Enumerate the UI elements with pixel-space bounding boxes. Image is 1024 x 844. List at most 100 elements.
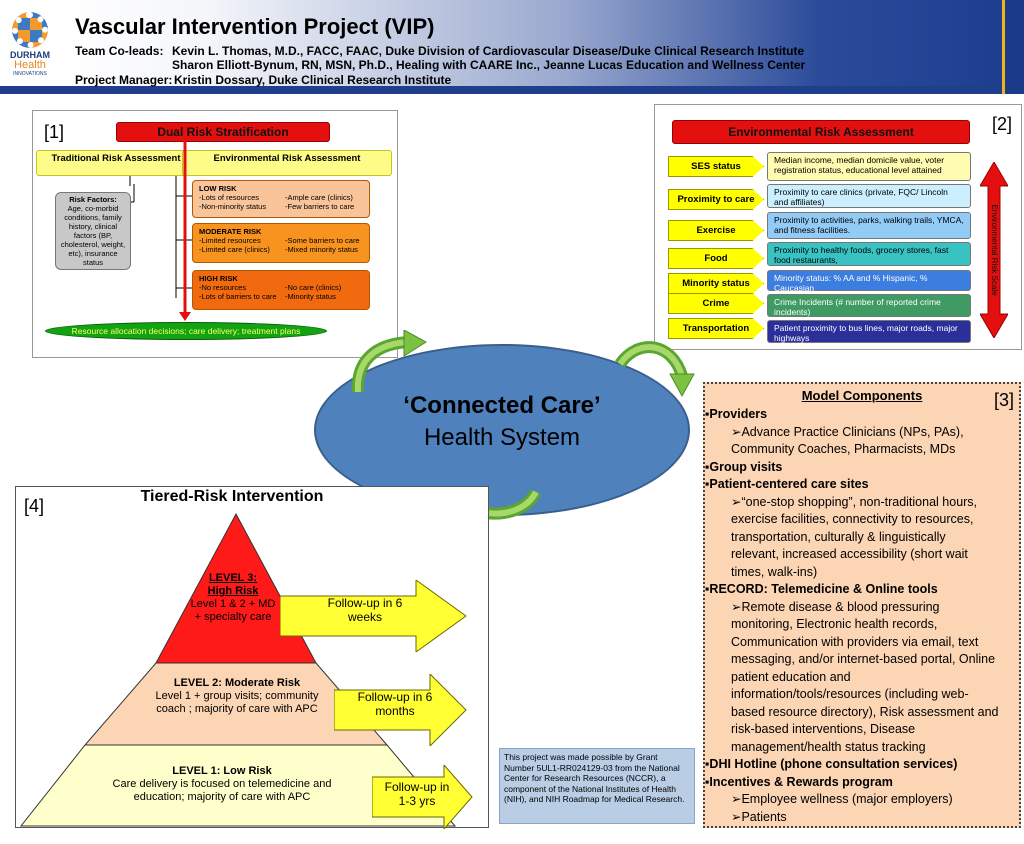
level3-head2: High Risk	[207, 585, 259, 597]
mc-record-line: messaging, and/or internet-based portal,…	[731, 652, 996, 666]
level1-label: LEVEL 1: Low Risk Care delivery is focus…	[100, 765, 344, 804]
env-desc-transportation: Patient proximity to bus lines, major ro…	[767, 320, 971, 343]
followup-6-months: Follow-up in 6 months	[357, 690, 433, 718]
env-risk-title: Environmental Risk Assessment	[672, 120, 970, 144]
pm-label: Project Manager:	[75, 73, 173, 87]
high-risk-box: HIGH RISK -No resources -No care (clinics…	[192, 270, 370, 310]
high-risk-b2: -Minority status	[285, 292, 336, 301]
mc-record-line: information/tools/resources (including w…	[731, 687, 969, 701]
low-risk-b1: -Ample care (clinics)	[285, 193, 353, 202]
mc-hotline: ▪DHI Hotline (phone consultation service…	[705, 757, 958, 771]
high-risk-a2: -Lots of barriers to care	[199, 292, 277, 301]
colead-2: Sharon Elliott-Bynum, RN, MSN, Ph.D., He…	[172, 58, 806, 72]
mc-providers: ▪Providers	[705, 407, 768, 421]
mc-providers-sub2: Community Coaches, Pharmacists, MDs	[731, 442, 956, 456]
mc-record-line: ➢Remote disease & blood pressuring	[731, 599, 940, 614]
page-title: Vascular Intervention Project (VIP)	[75, 14, 435, 39]
env-desc-ses: Median income, median domicile value, vo…	[767, 152, 971, 181]
panel1-tag: [1]	[44, 122, 65, 142]
mc-record-line: monitoring, Electronic health records,	[731, 617, 938, 631]
mc-incentives-sub1: ➢Employee wellness (major employers)	[731, 792, 953, 806]
dual-risk-title: Dual Risk Stratification	[116, 122, 330, 142]
high-risk-a1: -No resources	[199, 283, 247, 292]
logo-line2: Health	[14, 59, 46, 71]
panel-model-components: Model Components ▪Providers ➢Advance Pra…	[703, 382, 1021, 828]
header-edge-decoration	[1002, 0, 1024, 94]
project-manager: Kristin Dossary, Duke Clinical Research …	[174, 73, 452, 87]
env-label-minority: Minority status	[668, 273, 764, 294]
moderate-risk-b1: -Some barriers to care	[285, 236, 360, 245]
risk-factors-body: Age, co-morbid conditions, family histor…	[60, 204, 126, 267]
low-risk-a1: -Lots of resources	[199, 193, 260, 202]
mc-sites-sub3: transportation, culturally & linguistica…	[731, 529, 946, 544]
mc-sites-sub4: relevant, increased accessibility (short…	[731, 547, 968, 561]
env-desc-crime: Crime Incidents (# number of reported cr…	[767, 294, 971, 317]
mc-care-sites: ▪Patient-centered care sites	[705, 477, 869, 491]
mc-group-visits: ▪Group visits	[705, 459, 783, 474]
header-banner	[0, 0, 1024, 92]
env-desc-minority: Minority status: % AA and % Hispanic, % …	[767, 270, 971, 293]
moderate-risk-b2: -Mixed minority status	[285, 245, 358, 254]
level2-body: Level 1 + group visits; community coach …	[155, 690, 319, 715]
mc-record-line: risk-based interventions, Disease	[731, 722, 916, 736]
panel1-connectors	[120, 140, 192, 321]
level3-head: LEVEL 3:	[208, 572, 258, 584]
cycle-arrow-right-icon	[615, 341, 695, 398]
mc-record-line: based resource directory), Risk assessme…	[731, 704, 999, 719]
env-label-food: Food	[668, 248, 764, 269]
logo-line1: DURHAM	[10, 50, 50, 60]
env-label-exercise: Exercise	[668, 220, 764, 241]
connected-care-subtitle: Health System	[423, 424, 581, 451]
mc-record-line: Communication with providers via email, …	[731, 634, 979, 649]
high-risk-b1: -No care (clinics)	[285, 283, 342, 292]
high-risk-head: HIGH RISK	[199, 274, 238, 283]
level2-label: LEVEL 2: Moderate Risk Level 1 + group v…	[142, 677, 332, 716]
env-label-crime: Crime	[668, 293, 764, 314]
risk-factors-box: Risk Factors: Age, co-morbid conditions,…	[55, 192, 131, 270]
logo-emblem-icon	[12, 12, 48, 48]
model-components-title: Model Components	[801, 388, 923, 403]
moderate-risk-box: MODERATE RISK -Limited resources -Some ba…	[192, 223, 370, 263]
panel4-tag: [4]	[24, 496, 45, 516]
colead-1: Kevin L. Thomas, M.D., FACC, FAAC, Duke …	[172, 44, 805, 58]
funding-note: This project was made possible by Grant …	[499, 748, 695, 824]
level3-body: Level 1 & 2 + MD + specialty care	[190, 598, 276, 623]
moderate-risk-a1: -Limited resources	[199, 236, 261, 245]
env-desc-food: Proximity to healthy foods, grocery stor…	[767, 242, 971, 266]
mc-sites-sub2: exercise facilities, connectivity to res…	[731, 512, 974, 526]
mc-record: ▪RECORD: Telemedicine & Online tools	[705, 582, 938, 596]
followup-arrow-2	[334, 674, 467, 746]
env-label-transportation: Transportation	[668, 318, 764, 339]
risk-scale-label: Environmental Risk Scale	[990, 204, 999, 296]
mc-record-line: management/health status tracking	[731, 739, 926, 754]
panel2-tag: [2]	[992, 114, 1013, 134]
risk-scale-arrow	[980, 162, 1008, 338]
coleads-label: Team Co-leads:	[75, 44, 164, 58]
durham-health-logo: DURHAM Health INNOVATIONS	[6, 12, 54, 86]
env-label-proximity: Proximity to care	[668, 189, 764, 210]
low-risk-box: LOW RISK -Lots of resources-Ample care (…	[192, 180, 370, 218]
header-underline	[0, 86, 1024, 94]
tiered-risk-title: Tiered-Risk Intervention	[140, 488, 324, 505]
mc-providers-sub1: ➢Advance Practice Clinicians (NPs, PAs),	[731, 424, 964, 439]
followup-arrow-3	[280, 580, 467, 652]
environmental-risk-box: Environmental Risk Assessment	[182, 150, 392, 176]
env-desc-exercise: Proximity to activities, parks, walking …	[767, 212, 971, 239]
risk-factors-head: Risk Factors:	[69, 195, 117, 204]
mc-sites-sub5: times, walk-ins)	[731, 564, 818, 579]
level1-body: Care delivery is focused on telemedicine…	[112, 778, 332, 803]
followup-arrow-1	[372, 765, 473, 829]
panel3-tag: [3]	[994, 390, 1015, 410]
mc-sites-sub1: ➢“one-stop shopping”, non-traditional ho…	[731, 494, 978, 509]
moderate-risk-head: MODERATE RISK	[199, 227, 262, 236]
level3-label: LEVEL 3: High Risk Level 1 & 2 + MD + sp…	[187, 572, 279, 624]
resource-allocation-footer: Resource allocation decisions; care deli…	[45, 322, 327, 340]
level2-head: LEVEL 2: Moderate Risk	[173, 677, 301, 689]
low-risk-a2: -Non-minority status	[199, 202, 267, 211]
low-risk-b2: -Few barriers to care	[285, 202, 355, 211]
cycle-arrow-left-icon	[351, 330, 427, 393]
env-desc-proximity: Proximity to care clinics (private, FQC/…	[767, 184, 971, 208]
risk-pyramid	[19, 512, 457, 827]
mc-incentives-sub2: ➢Patients	[731, 809, 787, 824]
connected-care-title: ‘Connected Care’	[403, 392, 601, 419]
